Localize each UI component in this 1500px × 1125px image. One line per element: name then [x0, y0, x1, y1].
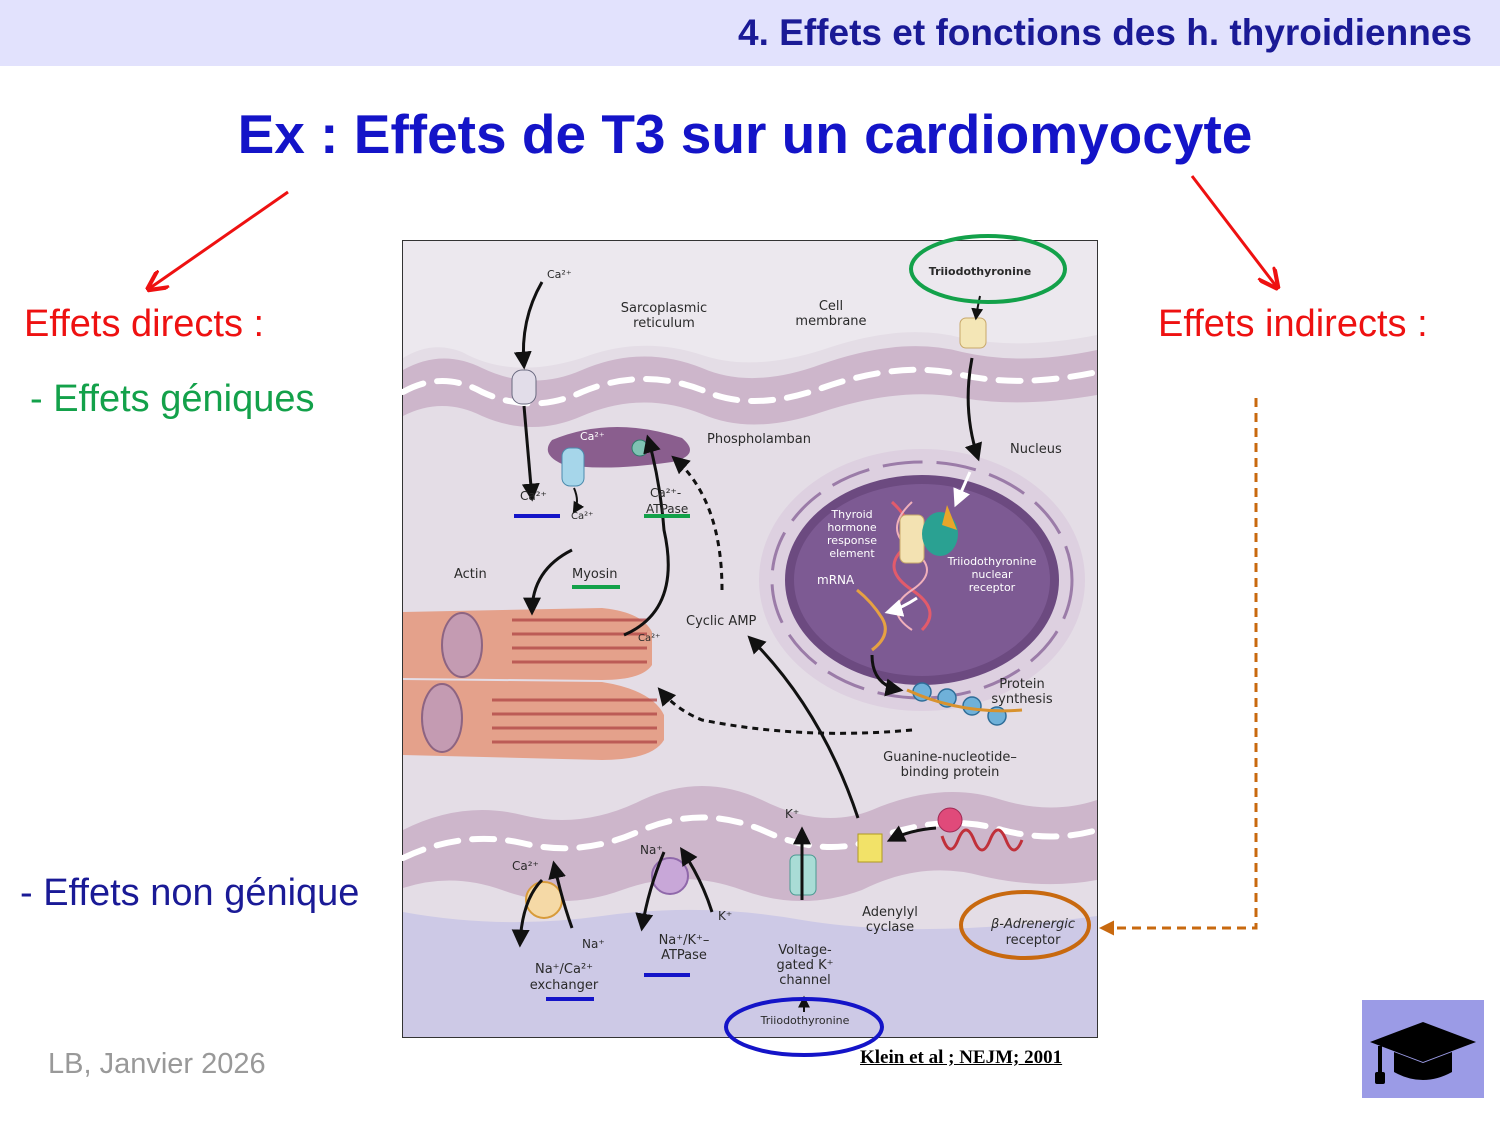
t3-receptor-label-3: receptor — [969, 581, 1016, 594]
nak-atpase-label-1: Na⁺/K⁺– — [659, 933, 710, 948]
g-protein-label-1: Guanine-nucleotide– — [883, 750, 1017, 765]
indirect-dashed-arrow — [1099, 398, 1258, 936]
ca-atpase-label-2: ATPase — [646, 502, 688, 516]
header-bar: 4. Effets et fonctions des h. thyroidien… — [0, 0, 1500, 66]
ca-atpase-label-1: Ca²⁺- — [650, 486, 681, 500]
indirect-effects-heading: Effets indirects : — [1158, 303, 1428, 345]
ca-release-label: Ca²⁺ — [571, 511, 593, 522]
sr-label-2: reticulum — [633, 316, 695, 331]
k-channel-label-1: Voltage- — [778, 943, 832, 958]
g-protein-label-2: binding protein — [901, 765, 1000, 780]
adenylyl-cyclase-label-2: cyclase — [866, 920, 914, 935]
phospholamban-label: Phospholamban — [707, 432, 811, 447]
graduation-cap-icon — [1370, 1022, 1476, 1084]
protein-synthesis-label-1: Protein — [999, 677, 1045, 692]
myosin-label: Myosin — [572, 567, 618, 582]
mrna-label: mRNA — [817, 573, 855, 587]
nucleus-label: Nucleus — [1010, 442, 1062, 457]
t3-bottom-label: Triiodothyronine — [760, 1014, 850, 1027]
ca-exchanger-label: Ca²⁺ — [512, 859, 539, 873]
indirect-effects-arrow — [1190, 175, 1276, 286]
cardiomyocyte-figure: Ca²⁺ Sarcoplasmic reticulum Cell membran… — [400, 239, 1100, 1039]
k-top-label: K⁺ — [785, 807, 799, 821]
ca-left-label: Ca²⁺ — [520, 489, 547, 503]
na-exchanger-label: Na⁺ — [582, 937, 605, 951]
ca-sr-label: Ca²⁺ — [580, 430, 605, 443]
graduation-cap-logo[interactable] — [1362, 1000, 1484, 1098]
t3-receptor-label-2: nuclear — [971, 568, 1013, 581]
slide-title: Ex : Effets de T3 sur un cardiomyocyte — [237, 103, 1253, 165]
sr-label-1: Sarcoplasmic — [621, 301, 707, 316]
cell-membrane-label-2: membrane — [795, 314, 866, 329]
direct-effects-heading: Effets directs : — [24, 303, 265, 345]
actin-label: Actin — [454, 567, 487, 582]
tre-label-2: hormone — [827, 521, 876, 534]
t3-receptor-label-1: Triiodothyronine — [947, 555, 1037, 568]
non-genomic-effects-label: - Effets non génique — [20, 872, 360, 914]
k-channel-label-2: gated K⁺ — [776, 958, 833, 973]
tre-label-3: response — [827, 534, 877, 547]
cyclic-amp-label: Cyclic AMP — [686, 614, 757, 629]
tre-label: Thyroid hormone response element — [827, 508, 877, 560]
genomic-effects-label: - Effets géniques — [30, 378, 315, 420]
cell-membrane-label-1: Cell — [819, 299, 843, 314]
tre-label-1: Thyroid — [830, 508, 872, 521]
footer-author-date: LB, Janvier 2026 — [48, 1048, 266, 1080]
cardiomyocyte-illustration: Ca²⁺ Sarcoplasmic reticulum Cell membran… — [400, 239, 1100, 1039]
nak-atpase-label-2: ATPase — [661, 948, 707, 963]
ca-top-label: Ca²⁺ — [547, 268, 572, 281]
section-title: 4. Effets et fonctions des h. thyroidien… — [738, 12, 1472, 53]
t3-top-label: Triiodothyronine — [929, 265, 1031, 278]
tre-label-4: element — [829, 547, 875, 560]
k-in-label: K⁺ — [718, 909, 732, 923]
citation: Klein et al ; NEJM; 2001 — [860, 1047, 1063, 1068]
exchanger-label-1: Na⁺/Ca²⁺ — [535, 962, 593, 977]
na-top-label: Na⁺ — [640, 843, 663, 857]
adenylyl-cyclase-label-1: Adenylyl — [862, 905, 918, 920]
beta-receptor-label-2: receptor — [1006, 933, 1062, 948]
k-channel-label-3: channel — [779, 973, 830, 988]
ca-myofibril-label: Ca²⁺ — [638, 633, 660, 644]
beta-receptor-label-1: β-Adrenergic — [990, 917, 1075, 932]
exchanger-label-2: exchanger — [530, 978, 599, 993]
direct-effects-arrow — [150, 190, 289, 288]
protein-synthesis-label-2: synthesis — [991, 692, 1052, 707]
